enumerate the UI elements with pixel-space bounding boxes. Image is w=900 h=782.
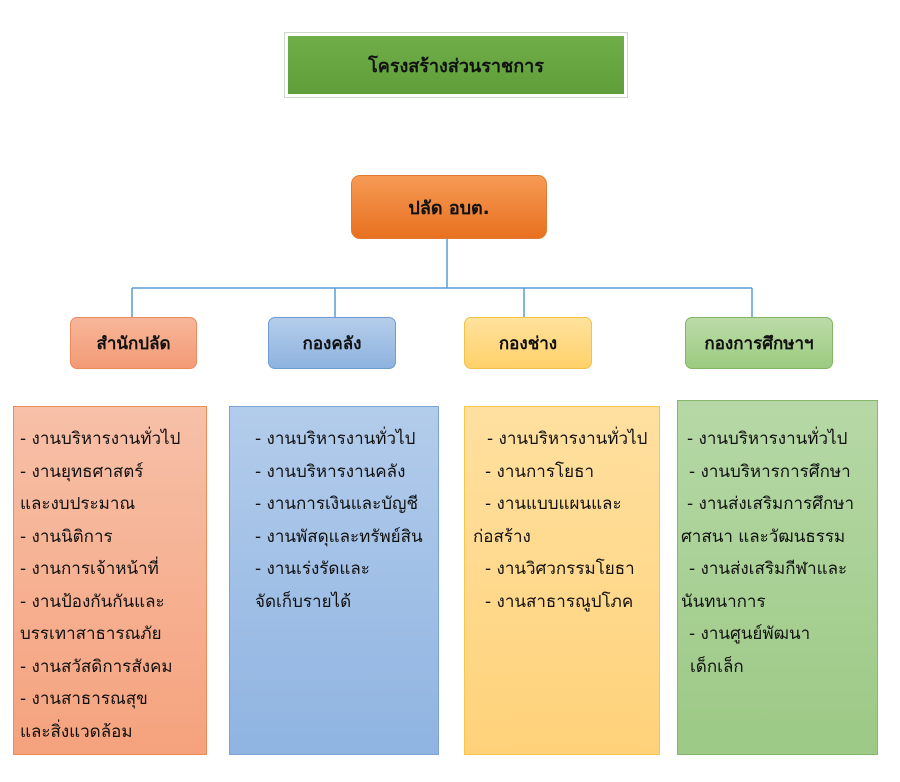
- task-item: - งานนิติการ: [20, 526, 113, 547]
- task-item: - งานศูนย์พัฒนา: [689, 624, 811, 644]
- dept-node-engineering: กองช่าง: [464, 317, 592, 369]
- detail-box-engineering: - งานบริหารงานทั่วไป - งานการโยธา - งานแ…: [464, 406, 660, 755]
- task-item: - งานบริหารการศึกษา: [689, 461, 851, 482]
- task-item: - งานเร่งรัดและ: [255, 559, 370, 579]
- dept-node-office: สำนักปลัด: [70, 317, 197, 369]
- dept-node-education: กองการศึกษาฯ: [685, 317, 833, 369]
- task-item: และสิ่งแวดล้อม: [20, 721, 133, 742]
- task-item: - งานบริหารงานคลัง: [255, 461, 406, 482]
- task-item: - งานแบบแผนและ: [485, 494, 622, 514]
- task-item: จัดเก็บรายได้: [255, 591, 352, 612]
- task-item: นันทนาการ: [681, 591, 766, 612]
- task-item: - งานบริหารงานทั่วไป: [487, 429, 648, 449]
- detail-box-finance: - งานบริหารงานทั่วไป - งานบริหารงานคลัง …: [229, 406, 439, 755]
- task-item: - งานส่งเสริมการศึกษา: [687, 494, 855, 514]
- task-item: - งานพัสดุและทรัพย์สิน: [255, 526, 423, 547]
- chart-title: โครงสร้างส่วนราชการ: [284, 32, 628, 98]
- task-item: ศาสนา และวัฒนธรรม: [681, 526, 846, 547]
- task-item: เด็กเล็ก: [690, 656, 744, 677]
- task-item: บรรเทาสาธารณภัย: [20, 624, 162, 644]
- task-item: - งานการเงินและบัญชี: [255, 494, 419, 514]
- task-item: - งานสาธารณสุข: [20, 689, 148, 709]
- task-item: ก่อสร้าง: [473, 526, 531, 547]
- task-item: และงบประมาณ: [20, 494, 136, 514]
- task-item: - งานบริหารงานทั่วไป: [20, 429, 181, 449]
- dept-node-finance: กองคลัง: [268, 317, 396, 369]
- detail-box-education: - งานบริหารงานทั่วไป - งานบริหารการศึกษา…: [677, 400, 878, 755]
- task-item: - งานวิศวกรรมโยธา: [485, 559, 635, 579]
- root-node: ปลัด อบต.: [351, 175, 547, 239]
- task-item: - งานบริหารงานทั่วไป: [255, 429, 416, 449]
- task-item: - งานบริหารงานทั่วไป: [687, 429, 848, 449]
- detail-box-office: - งานบริหารงานทั่วไป - งานยุทธศาสตร์ และ…: [13, 406, 207, 755]
- task-item: - งานสวัสดิการสังคม: [20, 656, 173, 677]
- task-item: - งานสาธารณูปโภค: [485, 591, 634, 612]
- task-item: - งานป้องกันกันและ: [20, 591, 165, 612]
- task-item: - งานการโยธา: [485, 461, 594, 482]
- task-item: - งานส่งเสริมกีฬาและ: [689, 559, 848, 579]
- task-item: - งานการเจ้าหน้าที่: [20, 559, 159, 579]
- task-item: - งานยุทธศาสตร์: [20, 461, 144, 482]
